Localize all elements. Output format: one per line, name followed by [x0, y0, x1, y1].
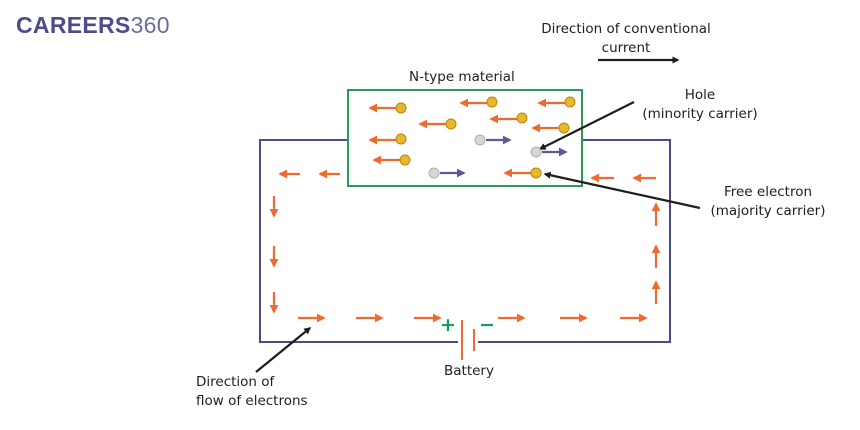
electron-flow-label: Direction of flow of electrons: [196, 373, 308, 411]
battery-minus-sign: −: [479, 314, 495, 336]
free-electron-label-line1: Free electron: [723, 184, 813, 200]
free-electron-label: Free electron (majority carrier): [698, 183, 838, 221]
logo-number: 360: [130, 12, 170, 38]
n-type-material-block: [347, 89, 583, 187]
free-electron: [489, 112, 528, 124]
hole: [474, 134, 512, 146]
battery-symbol: [458, 320, 478, 360]
electron-flow-arrows: [269, 169, 661, 323]
hole-label-line2: (minority carrier): [642, 106, 758, 122]
electron-flow-label-line2: flow of electrons: [196, 393, 308, 409]
holes: [428, 134, 568, 179]
logo-brand: CAREERS: [16, 12, 131, 38]
free-electron: [531, 122, 570, 134]
free-electrons: [368, 96, 576, 179]
circuit-wire: [259, 139, 671, 343]
electron-flow-pointer-arrow: [255, 327, 312, 373]
conventional-current-label-line2: current: [601, 40, 651, 56]
hole-label-line1: Hole: [684, 87, 716, 103]
free-electron-label-line2: (majority carrier): [710, 203, 826, 219]
hole: [428, 167, 466, 179]
hole-label: Hole (minority carrier): [630, 86, 770, 124]
hole: [530, 146, 568, 158]
careers360-logo: CAREERS360: [16, 12, 170, 39]
free-electron: [503, 167, 542, 179]
free-electron: [368, 102, 407, 114]
free-electron: [368, 133, 407, 145]
conventional-current-label: Direction of conventional current: [516, 20, 736, 58]
electron-flow-label-line1: Direction of: [196, 374, 275, 390]
battery-label: Battery: [444, 363, 494, 379]
free-electron-pointer-arrow: [543, 171, 701, 210]
free-electron: [459, 96, 498, 108]
conventional-current-label-line1: Direction of conventional: [541, 21, 711, 37]
battery-plus-sign: +: [440, 314, 456, 336]
n-type-material-label: N-type material: [409, 69, 515, 85]
free-electron: [537, 96, 576, 108]
hole-pointer-arrow: [538, 101, 635, 150]
free-electron: [372, 154, 411, 166]
free-electron: [418, 118, 457, 130]
